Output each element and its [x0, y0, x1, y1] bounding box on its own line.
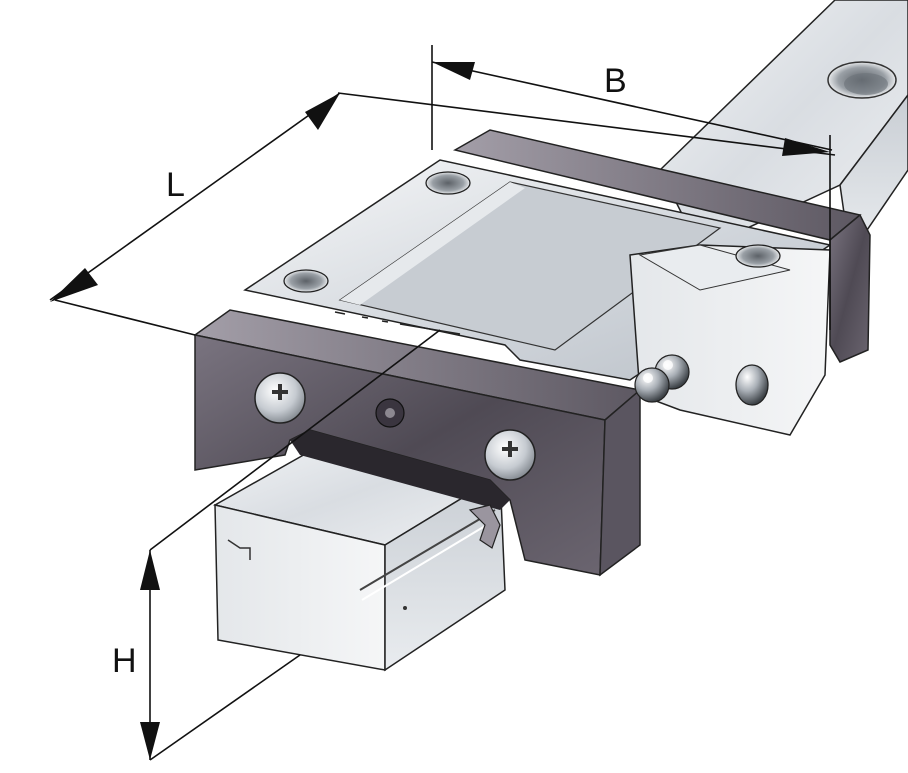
dimension-arrowheads: [50, 62, 830, 760]
carriage-block: [243, 159, 832, 436]
dimension-label-length: L: [166, 166, 185, 204]
ball-2: [634, 367, 670, 403]
mounting-hole-3: [735, 244, 781, 268]
mounting-hole-1: [425, 171, 471, 195]
end-cap-front: [193, 309, 642, 577]
end-cap-rear: [452, 129, 871, 363]
wiper-clip: [468, 504, 501, 549]
mounting-hole-2: [283, 269, 329, 293]
rolling-balls: [634, 354, 690, 403]
dimension-label-width: B: [604, 62, 627, 100]
dimension-label-height: H: [112, 642, 137, 680]
lubrication-bore: [735, 364, 769, 406]
